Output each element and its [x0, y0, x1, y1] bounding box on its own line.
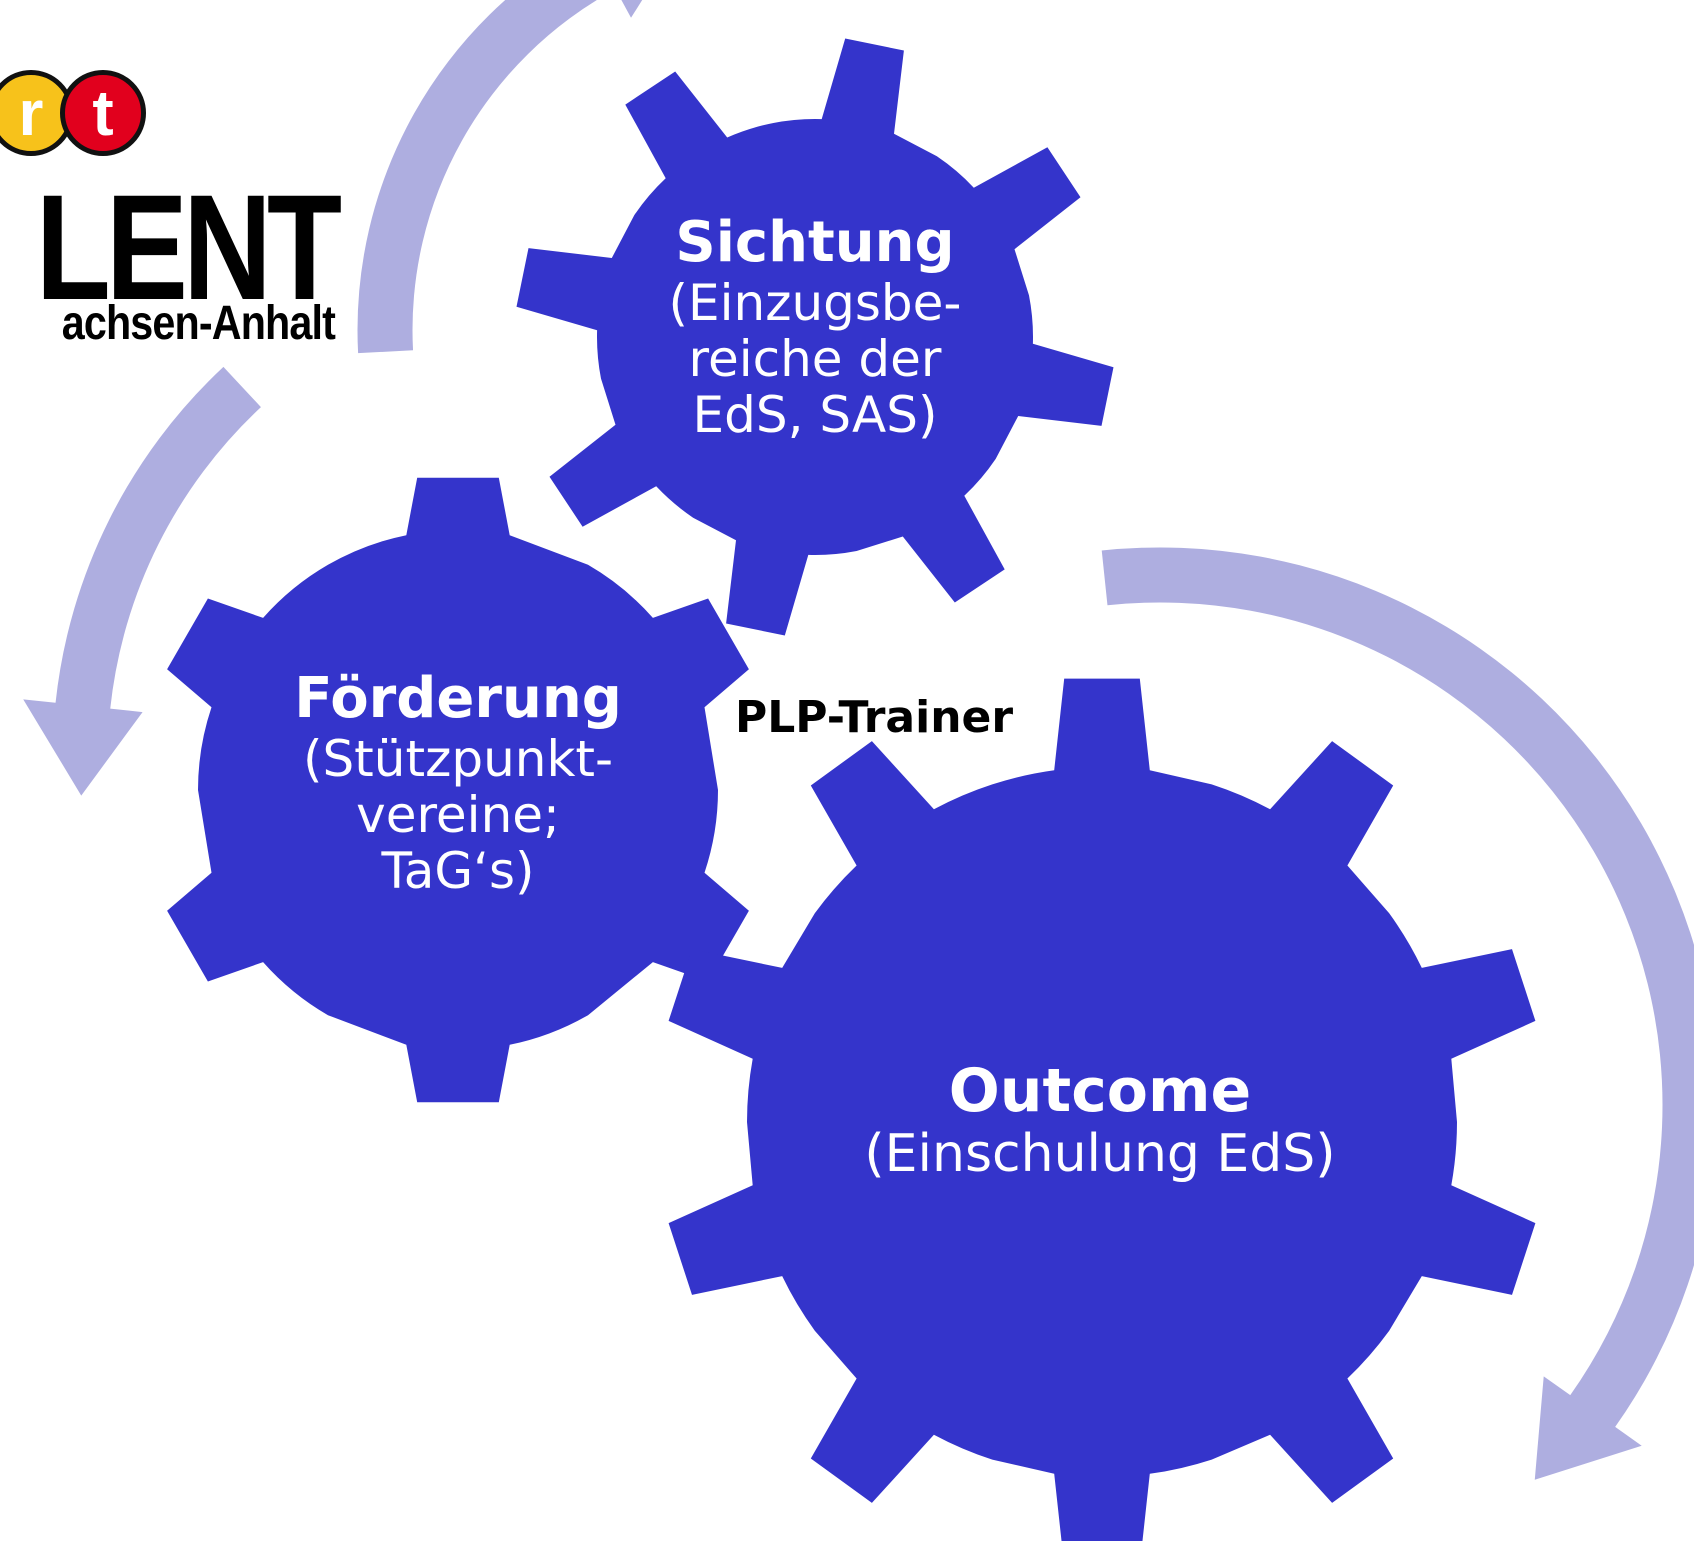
- gear-foerderung-title: Förderung: [294, 666, 622, 731]
- connector-label-plp-trainer: PLP-Trainer: [735, 692, 1014, 743]
- gear-outcome-title: Outcome: [948, 1056, 1252, 1126]
- cycle-arrow-top-icon: [357, 0, 643, 354]
- gear-foerderung-icon: [167, 477, 749, 1103]
- logo-letter-t: t: [60, 70, 146, 156]
- gear-outcome-icon: [668, 678, 1536, 1545]
- cycle-arrow-left-icon: [23, 366, 261, 796]
- gear-outcome-label: Outcome (Einschulung EdS): [810, 1056, 1390, 1185]
- gear-outcome-subtitle: (Einschulung EdS): [864, 1124, 1336, 1185]
- gear-sichtung-title: Sichtung: [675, 210, 955, 275]
- logo-region-text: achsen-Anhalt: [61, 297, 336, 350]
- gear-sichtung-label: Sichtung (Einzugsbe- reiche der EdS, SAS…: [615, 210, 1015, 444]
- gear-foerderung-label: Förderung (Stützpunkt- vereine; TaG‘s): [258, 666, 658, 900]
- arrows-layer: [23, 0, 1694, 1480]
- gear-sichtung-icon: [516, 38, 1114, 636]
- cycle-arrow-right-icon: [1101, 547, 1694, 1480]
- gears-layer: [167, 38, 1536, 1545]
- gear-foerderung-subtitle: (Stützpunkt- vereine; TaG‘s): [302, 729, 614, 900]
- logo-wordmark: LENT: [35, 163, 342, 331]
- gear-sichtung-subtitle: (Einzugsbe- reiche der EdS, SAS): [668, 273, 962, 444]
